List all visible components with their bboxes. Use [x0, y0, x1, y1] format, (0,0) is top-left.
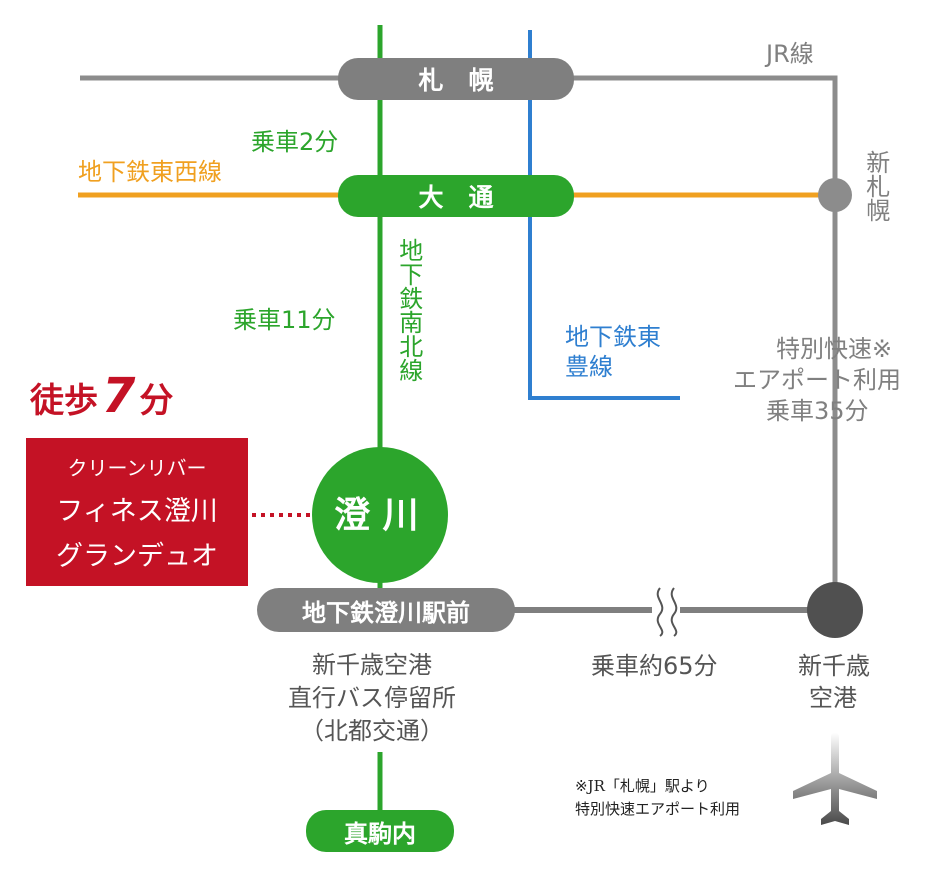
tozai-line-label: 地下鉄東西線	[78, 158, 222, 186]
property-box: クリーンリバー フィネス澄川 グランデュオ	[26, 438, 248, 586]
footnote-line2: 特別快速エアポート利用	[575, 800, 741, 819]
property-name-line3: グランデュオ	[56, 540, 218, 572]
sumikawa-station-label: 澄 川	[334, 495, 419, 536]
time-odori-sumikawa: 乗車11分	[233, 306, 336, 334]
odori-station: 大 通	[338, 175, 574, 217]
jr-line-label: JR線	[766, 40, 814, 68]
toho-line-label: 地下鉄東豊線	[565, 323, 661, 381]
express-time-line3: 乗車35分	[766, 397, 869, 425]
new-chitose-label-line1: 新千歳	[798, 652, 870, 680]
property-name-line1: クリーンリバー	[67, 455, 207, 480]
footnote: ※JR「札幌」駅より 特別快速エアポート利用	[575, 775, 740, 822]
line-break-icon	[652, 585, 680, 637]
bus-time: 乗車約65分	[591, 652, 718, 680]
jr-line	[80, 75, 838, 608]
new-chitose-label-line2: 空港	[809, 684, 857, 712]
sapporo-station: 札 幌	[338, 58, 574, 100]
time-sapporo-odori: 乗車2分	[251, 128, 339, 156]
shin-sapporo-station-dot	[818, 178, 852, 212]
property-name-line2: フィネス澄川	[56, 495, 218, 527]
makomanai-station: 真駒内	[306, 810, 454, 852]
new-chitose-station-dot	[807, 582, 863, 638]
bus-stop-station: 地下鉄澄川駅前	[257, 588, 515, 632]
toho-line	[528, 30, 680, 400]
nanboku-line-label: 地下鉄南北線	[394, 238, 423, 382]
footnote-line1: ※JR「札幌」駅より	[575, 777, 710, 795]
bus-stop-desc-line2: 直行バス停留所	[288, 684, 456, 712]
express-time-line2: エアポート利用	[733, 366, 901, 394]
express-time-line1: 特別快速※	[776, 335, 893, 363]
bus-stop-desc-line3: （北都交通）	[300, 717, 444, 745]
walk-time-prefix: 徒歩	[30, 381, 98, 421]
walk-time-unit: 分	[139, 381, 174, 421]
airplane-icon	[793, 732, 877, 825]
walk-time-number: 7	[102, 368, 136, 424]
shin-sapporo-label: 新札幌	[861, 150, 890, 222]
sumikawa-station-circle	[312, 447, 448, 583]
bus-stop-desc-line1: 新千歳空港	[312, 651, 432, 679]
